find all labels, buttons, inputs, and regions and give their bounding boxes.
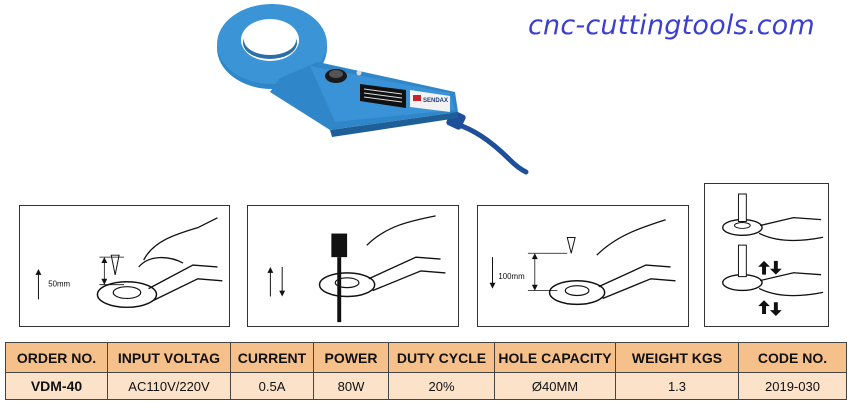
cell-current: 0.5A (230, 372, 314, 400)
header-duty-cycle: DUTY CYCLE (388, 342, 495, 373)
step-3-measure: 100mm (498, 272, 525, 281)
header-code-no: CODE NO. (738, 342, 847, 373)
header-input-voltage: INPUT VOLTAG (107, 342, 231, 373)
cell-code-no: 2019-030 (738, 372, 847, 400)
site-watermark: cnc-cuttingtools.com (528, 10, 815, 41)
header-current: CURRENT (230, 342, 314, 373)
table-row: VDM-40 AC110V/220V 0.5A 80W 20% Ø40MM 1.… (5, 372, 847, 400)
header-power: POWER (313, 342, 389, 373)
product-image: SENDAX (210, 0, 530, 180)
product-brand-label: SENDAX (423, 98, 448, 104)
instruction-step-1: 50mm (19, 205, 230, 327)
cell-duty-cycle: 20% (388, 372, 495, 400)
spec-table: ORDER NO. INPUT VOLTAG CURRENT POWER DUT… (5, 342, 847, 400)
step-1-measure: 50mm (48, 280, 70, 289)
instruction-step-4 (704, 183, 829, 327)
instruction-step-2 (247, 205, 459, 327)
instruction-step-3: 100mm (477, 205, 689, 327)
header-order-no: ORDER NO. (5, 342, 108, 373)
cell-order-no: VDM-40 (5, 372, 108, 400)
cell-input-voltage: AC110V/220V (107, 372, 231, 400)
header-weight: WEIGHT KGS (615, 342, 739, 373)
cell-weight: 1.3 (615, 372, 739, 400)
cell-power: 80W (313, 372, 389, 400)
spec-header-row: ORDER NO. INPUT VOLTAG CURRENT POWER DUT… (5, 342, 847, 373)
header-hole-capacity: HOLE CAPACITY (494, 342, 616, 373)
cell-hole-capacity: Ø40MM (494, 372, 616, 400)
